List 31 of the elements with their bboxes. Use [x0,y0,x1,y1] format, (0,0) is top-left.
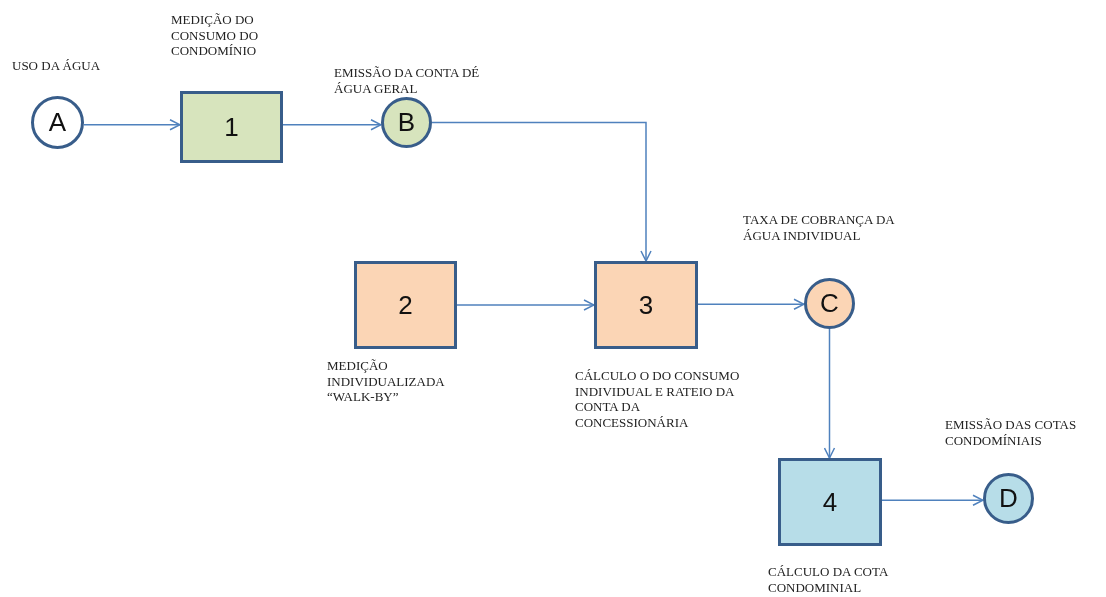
event-circle [983,473,1034,524]
node-label: D [999,483,1018,514]
arrow [83,119,181,131]
process-box [594,261,698,349]
arrow [823,328,836,459]
process-box [180,91,283,163]
node-label: 4 [822,486,838,518]
node-label: 3 [638,289,654,321]
process-box [354,261,457,349]
arrow [456,299,595,311]
node-caption: MEDIÇÃO INDIVIDUALIZADA “WALK-BY” [327,358,446,405]
node-label: 2 [398,289,413,321]
node-caption: USO DA ÁGUA [12,58,102,74]
node-caption: CÁLCULO O DO CONSUMO INDIVIDUAL E RATEIO DA CONTA DA CONCESSIONÁRIA [575,368,740,430]
event-circle [804,278,855,329]
node-label: B [397,107,416,138]
node-caption: EMISSÃO DA CONTA DÉ ÁGUA GERAL [334,65,481,96]
node-caption: MEDIÇÃO DO CONSUMO DO CONDOMÍNIO [171,12,260,59]
node-caption: CÁLCULO DA COTA CONDOMINIAL [768,564,889,595]
process-box [778,458,882,546]
event-circle [31,96,84,149]
node-caption: EMISSÃO DAS COTAS CONDOMÍNIAIS [945,417,1078,448]
event-circle [381,97,432,148]
arrow [697,298,805,310]
arrow [881,494,984,506]
arrow [282,119,382,131]
node-caption: TAXA DE COBRANÇA DA ÁGUA INDIVIDUAL [743,212,896,243]
node-label: A [48,107,67,138]
arrow [431,121,652,262]
node-label: 1 [224,111,239,143]
node-label: C [820,288,839,319]
